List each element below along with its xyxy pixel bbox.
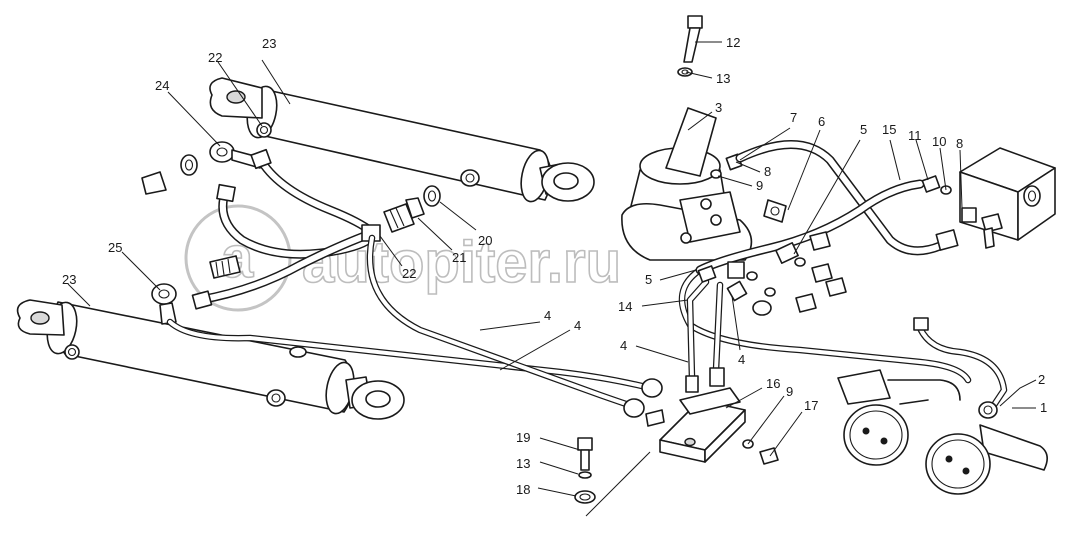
callout-11: 11 xyxy=(908,128,922,143)
callout-20: 20 xyxy=(478,233,492,248)
callout-4-bracket-pipe: 4 xyxy=(620,338,627,353)
callout-9-valve: 9 xyxy=(756,178,763,193)
callout-18: 18 xyxy=(516,482,530,497)
callout-8-valve: 8 xyxy=(764,164,771,179)
callout-6: 6 xyxy=(818,114,825,129)
callout-12: 12 xyxy=(726,35,740,50)
callout-22-bottom: 22 xyxy=(402,266,416,281)
leader-lines xyxy=(67,41,1037,517)
cylinder-hoses xyxy=(191,148,381,310)
bolt-19 xyxy=(574,437,596,504)
lower-hydraulic-cylinder xyxy=(16,299,405,420)
valve-block-3 xyxy=(621,15,787,261)
callout-23-bottom: 23 xyxy=(62,272,76,287)
adapter-fittings-20-21 xyxy=(383,185,441,233)
callout-14: 14 xyxy=(618,299,632,314)
callout-13-bottom: 13 xyxy=(516,456,530,471)
callout-10: 10 xyxy=(932,134,946,149)
hoses-7-15 xyxy=(695,140,959,275)
callout-4-vertical-pipe: 4 xyxy=(738,352,745,367)
long-hydraulic-pipes xyxy=(166,234,972,418)
callout-5-left: 5 xyxy=(645,272,652,287)
callout-2: 2 xyxy=(1038,372,1045,387)
upper-hydraulic-cylinder xyxy=(209,77,595,203)
callout-9-bracket: 9 xyxy=(786,384,793,399)
callout-22-top: 22 xyxy=(208,50,222,65)
callout-16: 16 xyxy=(766,376,780,391)
callout-17: 17 xyxy=(804,398,818,413)
callout-4-upper-pipe: 4 xyxy=(544,308,551,323)
callout-21: 21 xyxy=(452,250,466,265)
callout-1: 1 xyxy=(1040,400,1047,415)
callout-8-block: 8 xyxy=(956,136,963,151)
callout-19: 19 xyxy=(516,430,530,445)
callout-13-top: 13 xyxy=(716,71,730,86)
callout-7: 7 xyxy=(790,110,797,125)
distribution-block xyxy=(921,147,1056,249)
pedal-assembly xyxy=(837,317,1048,495)
callout-25: 25 xyxy=(108,240,122,255)
callout-5-right: 5 xyxy=(860,122,867,137)
valve-fittings xyxy=(697,231,847,316)
banjo-fitting-24 xyxy=(141,141,263,195)
callout-3: 3 xyxy=(715,100,722,115)
callout-24: 24 xyxy=(155,78,169,93)
callout-23-top: 23 xyxy=(262,36,276,51)
pipe-bracket-16 xyxy=(645,278,746,463)
callout-labels: 1 2 3 4 4 4 4 5 5 6 7 8 8 9 9 10 11 12 1… xyxy=(62,35,1047,497)
callout-4-lower-pipe: 4 xyxy=(574,318,581,333)
banjo-fitting-25 xyxy=(151,255,241,325)
callout-15: 15 xyxy=(882,122,896,137)
